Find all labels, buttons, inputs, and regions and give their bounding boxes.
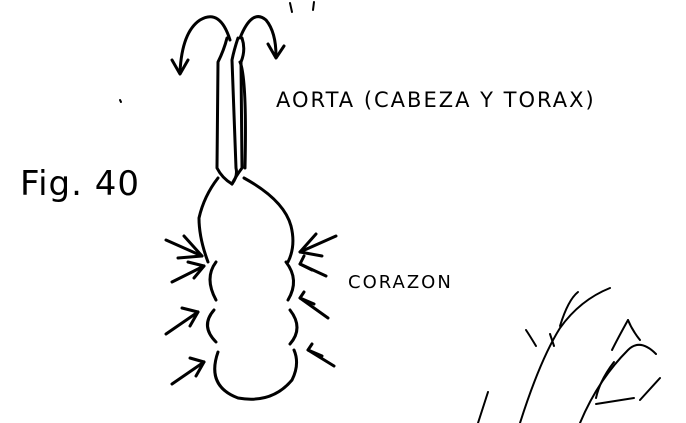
heart-chambers bbox=[199, 178, 297, 399]
aorta-outflow-arrows bbox=[172, 17, 284, 74]
aorta-vessel bbox=[217, 38, 245, 184]
ostia-arrows-left bbox=[166, 236, 204, 384]
aorta-label: AORTA (CABEZA Y TORAX) bbox=[276, 88, 596, 112]
ostia-arrows-right bbox=[300, 234, 336, 366]
figure-number-label: Fig. 40 bbox=[20, 164, 140, 204]
heart-label: CORAZON bbox=[348, 272, 453, 293]
branch-sketch bbox=[478, 288, 660, 423]
